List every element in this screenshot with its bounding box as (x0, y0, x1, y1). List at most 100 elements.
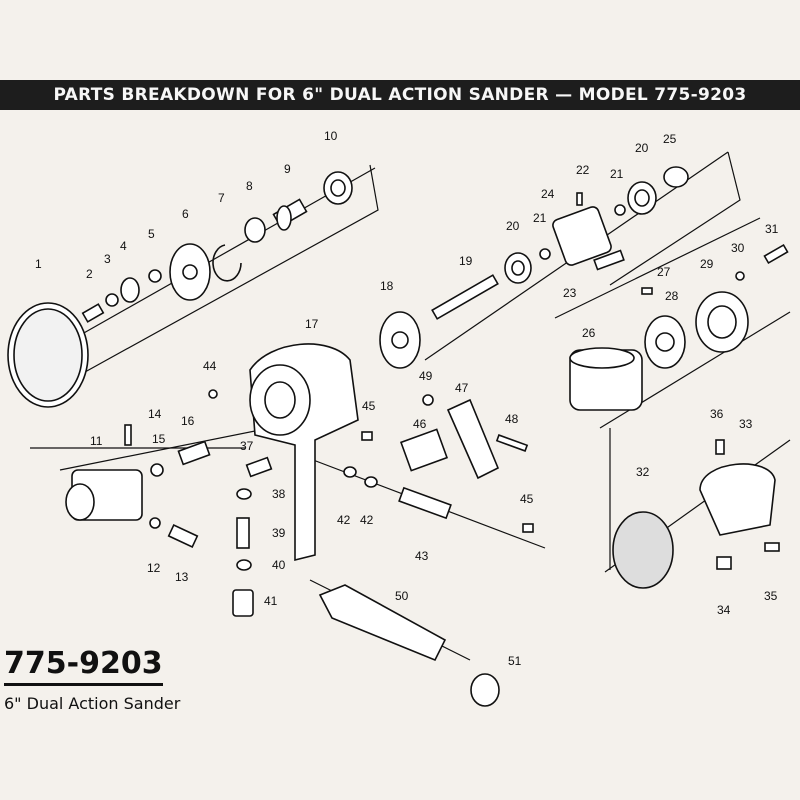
part-46-lever-bracket[interactable] (399, 428, 449, 472)
part-label: 4 (120, 239, 127, 253)
part-8-washer[interactable] (244, 217, 266, 243)
part-label: 29 (700, 257, 714, 271)
part-16-valve[interactable] (177, 440, 211, 466)
part-label: 1 (35, 257, 42, 271)
part-label: 30 (731, 241, 745, 255)
part-label: 24 (541, 187, 555, 201)
part-41-plug[interactable] (232, 589, 254, 617)
part-33-clamp[interactable] (699, 463, 776, 536)
part-9-shaft[interactable] (272, 198, 308, 231)
part-14-pin[interactable] (124, 424, 132, 446)
part-21-spacer-upper[interactable] (614, 204, 626, 216)
part-labels: 1 2 3 4 5 6 7 8 9 10 11 12 13 14 15 16 1… (35, 129, 779, 668)
part-42-o-ring-right[interactable] (364, 476, 378, 488)
part-51-air-inlet[interactable] (470, 673, 500, 707)
part-23-vane[interactable] (593, 249, 625, 271)
part-29-end-plate[interactable] (695, 291, 749, 353)
part-label: 11 (90, 434, 103, 448)
part-label: 26 (582, 326, 596, 340)
part-25-o-ring[interactable] (663, 166, 689, 188)
part-40-o-ring[interactable] (236, 559, 252, 571)
part-24-pin[interactable] (576, 192, 583, 206)
part-label: 7 (218, 191, 225, 205)
part-label: 50 (395, 589, 409, 603)
part-label: 45 (362, 399, 376, 413)
part-30-washer[interactable] (735, 271, 745, 281)
part-label: 42 (337, 513, 351, 527)
part-26-cylinder[interactable] (569, 347, 643, 411)
part-label: 12 (147, 561, 161, 575)
part-12-washer[interactable] (149, 517, 161, 529)
part-label: 8 (246, 179, 253, 193)
model-description: 6" Dual Action Sander (4, 694, 181, 713)
part-31-screw[interactable] (763, 243, 789, 265)
part-20-bearing-lower[interactable] (504, 252, 532, 284)
part-45-screw-lower[interactable] (522, 523, 534, 533)
part-label: 49 (419, 369, 433, 383)
part-label: 6 (182, 207, 189, 221)
part-19-rotor-shaft[interactable] (431, 274, 499, 320)
part-label: 32 (636, 465, 650, 479)
part-label: 37 (240, 439, 254, 453)
part-label: 10 (324, 129, 338, 143)
part-label: 20 (506, 219, 520, 233)
part-7-snap-ring[interactable] (212, 244, 242, 282)
part-label: 31 (765, 222, 779, 236)
part-22-rotor[interactable] (551, 205, 613, 267)
part-label: 33 (739, 417, 753, 431)
part-5-washer[interactable] (148, 269, 162, 283)
part-label: 40 (272, 558, 286, 572)
part-label: 36 (710, 407, 724, 421)
part-15-o-ring[interactable] (150, 463, 164, 477)
part-label: 42 (360, 513, 374, 527)
part-17-motor-housing[interactable] (249, 343, 359, 562)
part-6-plate[interactable] (169, 243, 211, 301)
part-48-pin[interactable] (495, 434, 529, 452)
part-label: 48 (505, 412, 519, 426)
part-28-plate[interactable] (644, 315, 686, 369)
part-44-screw[interactable] (208, 389, 218, 399)
part-label: 21 (610, 167, 624, 181)
part-label: 19 (459, 254, 473, 268)
part-label: 39 (272, 526, 286, 540)
model-number: 775-9203 (4, 646, 163, 686)
part-43-regulator[interactable] (398, 486, 452, 520)
part-13-screw[interactable] (167, 524, 199, 548)
part-2-screw[interactable] (81, 303, 105, 323)
part-45-screw-upper[interactable] (361, 431, 373, 441)
part-3-washer[interactable] (105, 293, 119, 307)
part-label: 27 (657, 265, 671, 279)
part-20-bearing-upper[interactable] (627, 181, 657, 215)
part-label: 16 (181, 414, 195, 428)
part-36-screw[interactable] (715, 439, 725, 455)
part-label: 13 (175, 570, 189, 584)
part-32-muffler[interactable] (612, 511, 674, 589)
part-label: 35 (764, 589, 778, 603)
part-10-bearing[interactable] (323, 171, 353, 205)
part-21-spacer-lower[interactable] (539, 248, 551, 260)
part-label: 34 (717, 603, 731, 617)
part-27-pin[interactable] (641, 287, 653, 295)
part-1-backing-pad[interactable] (7, 302, 89, 408)
part-label: 21 (533, 211, 547, 225)
part-11-housing-sleeve[interactable] (65, 469, 143, 521)
part-34-tag[interactable] (716, 556, 732, 570)
part-18-cylinder-plate[interactable] (379, 311, 421, 369)
part-42-o-ring-left[interactable] (343, 466, 357, 478)
part-49-screw[interactable] (422, 394, 434, 406)
diagram-title: PARTS BREAKDOWN FOR 6" DUAL ACTION SANDE… (0, 80, 800, 110)
part-label: 23 (563, 286, 577, 300)
part-50-grip[interactable] (318, 584, 447, 662)
assembly-guide-lines (30, 151, 791, 661)
part-4-spindle[interactable] (120, 277, 140, 303)
part-39-spring[interactable] (236, 517, 250, 549)
part-35-screw[interactable] (764, 542, 780, 552)
part-38-o-ring[interactable] (236, 488, 252, 500)
part-label: 45 (520, 492, 534, 506)
part-37-valve-stem[interactable] (245, 456, 273, 478)
part-label: 14 (148, 407, 162, 421)
part-label: 15 (152, 432, 166, 446)
part-label: 28 (665, 289, 679, 303)
part-47-lever[interactable] (446, 398, 500, 480)
part-label: 46 (413, 417, 427, 431)
